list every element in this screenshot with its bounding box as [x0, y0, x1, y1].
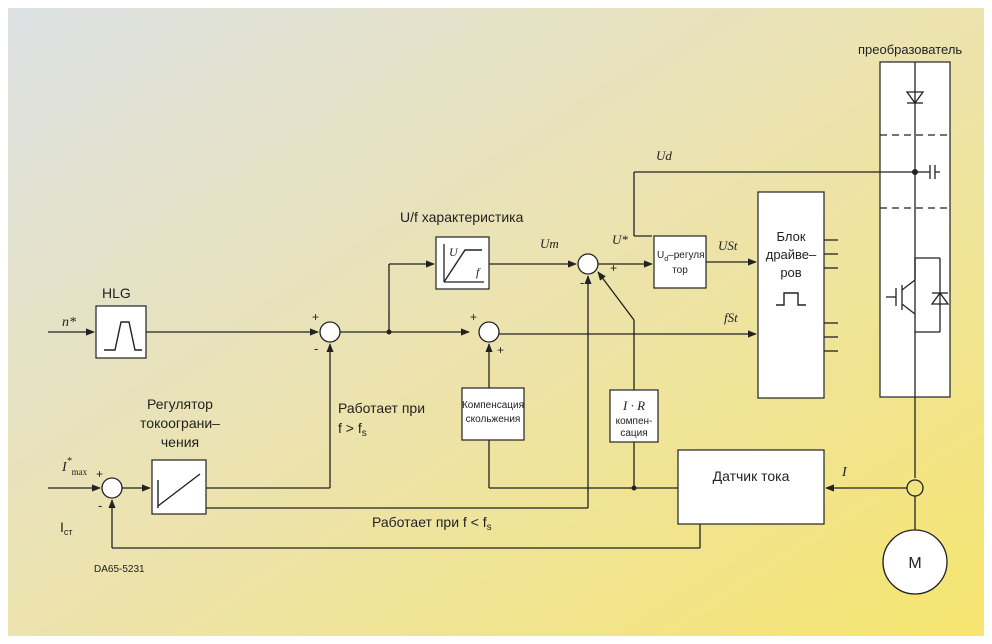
- slip-label-2: скольжения: [466, 414, 521, 425]
- reg-title-1: Регулятор: [147, 396, 213, 412]
- svg-text:-: -: [98, 498, 102, 513]
- igbt-icon: [886, 257, 950, 333]
- driver-label-1: Блок: [776, 229, 805, 244]
- uf-curve-icon: U f: [443, 244, 484, 283]
- svg-text:+: +: [610, 261, 617, 275]
- converter-title: преобразователь: [858, 42, 962, 57]
- hlg-title: HLG: [102, 285, 131, 301]
- motor: [882, 529, 948, 595]
- ir-label: I · R: [622, 398, 645, 413]
- note-works-lt: Работает при f < fs: [372, 514, 492, 533]
- current-sensor-block: [677, 449, 825, 525]
- n-star-label: n*: [62, 315, 76, 330]
- pulse-icon: [776, 292, 806, 306]
- motor-label: M: [908, 555, 921, 572]
- svg-text:+: +: [312, 310, 319, 324]
- driver-block: [757, 191, 825, 399]
- imax-sub: max: [72, 467, 88, 477]
- i-label: I: [841, 465, 848, 480]
- sum-junction: [577, 253, 599, 275]
- sum-junction: [319, 321, 341, 343]
- sensor-label: Датчик тока: [713, 468, 790, 484]
- sum-junction: [478, 321, 500, 343]
- ud-reg-label: Ud–регуля: [657, 250, 705, 263]
- note-works-gt-2: f > fs: [338, 420, 367, 439]
- slip-compensation-block: [461, 387, 525, 441]
- ust-label: USt: [718, 238, 738, 253]
- ir-label-1: компен-: [616, 416, 653, 427]
- u-star-label: U*: [612, 232, 628, 247]
- ud-label: Ud: [656, 148, 672, 163]
- background: [8, 8, 984, 636]
- current-limit-block: [151, 459, 207, 515]
- ramp-icon: [104, 321, 142, 351]
- driver-label-3: ров: [780, 265, 801, 280]
- ud-reg-label-2: тор: [672, 265, 688, 276]
- svg-text:+: +: [497, 343, 504, 357]
- note-works-gt-1: Работает при: [338, 400, 425, 416]
- ud-regulator-block: [653, 235, 707, 289]
- slip-label-1: Компенсация: [462, 400, 524, 411]
- reg-title-2: токоогрaни–: [140, 415, 220, 431]
- diode-icon: [905, 91, 925, 105]
- svg-text:-: -: [314, 341, 318, 356]
- svg-text:-: -: [580, 275, 584, 290]
- limit-curve-icon: [157, 473, 201, 508]
- reg-title-3: чения: [161, 434, 199, 450]
- sum-junction: [101, 477, 123, 499]
- ir-compensation-block: [609, 389, 659, 443]
- fst-label: fSt: [724, 310, 738, 325]
- svg-text:+: +: [96, 467, 103, 481]
- ir-label-2: сация: [620, 428, 647, 439]
- uf-block: [435, 236, 490, 290]
- diagram-code: DA65-5231: [94, 564, 145, 575]
- driver-outputs: [824, 239, 838, 352]
- svg-text:+: +: [470, 310, 477, 324]
- driver-label-2: драйве–: [766, 247, 817, 262]
- svg-text:f: f: [476, 265, 481, 279]
- svg-text:U: U: [449, 245, 459, 259]
- um-label: Um: [540, 236, 559, 251]
- capacitor-icon: [915, 165, 940, 179]
- uf-title: U/f характеристика: [400, 209, 524, 225]
